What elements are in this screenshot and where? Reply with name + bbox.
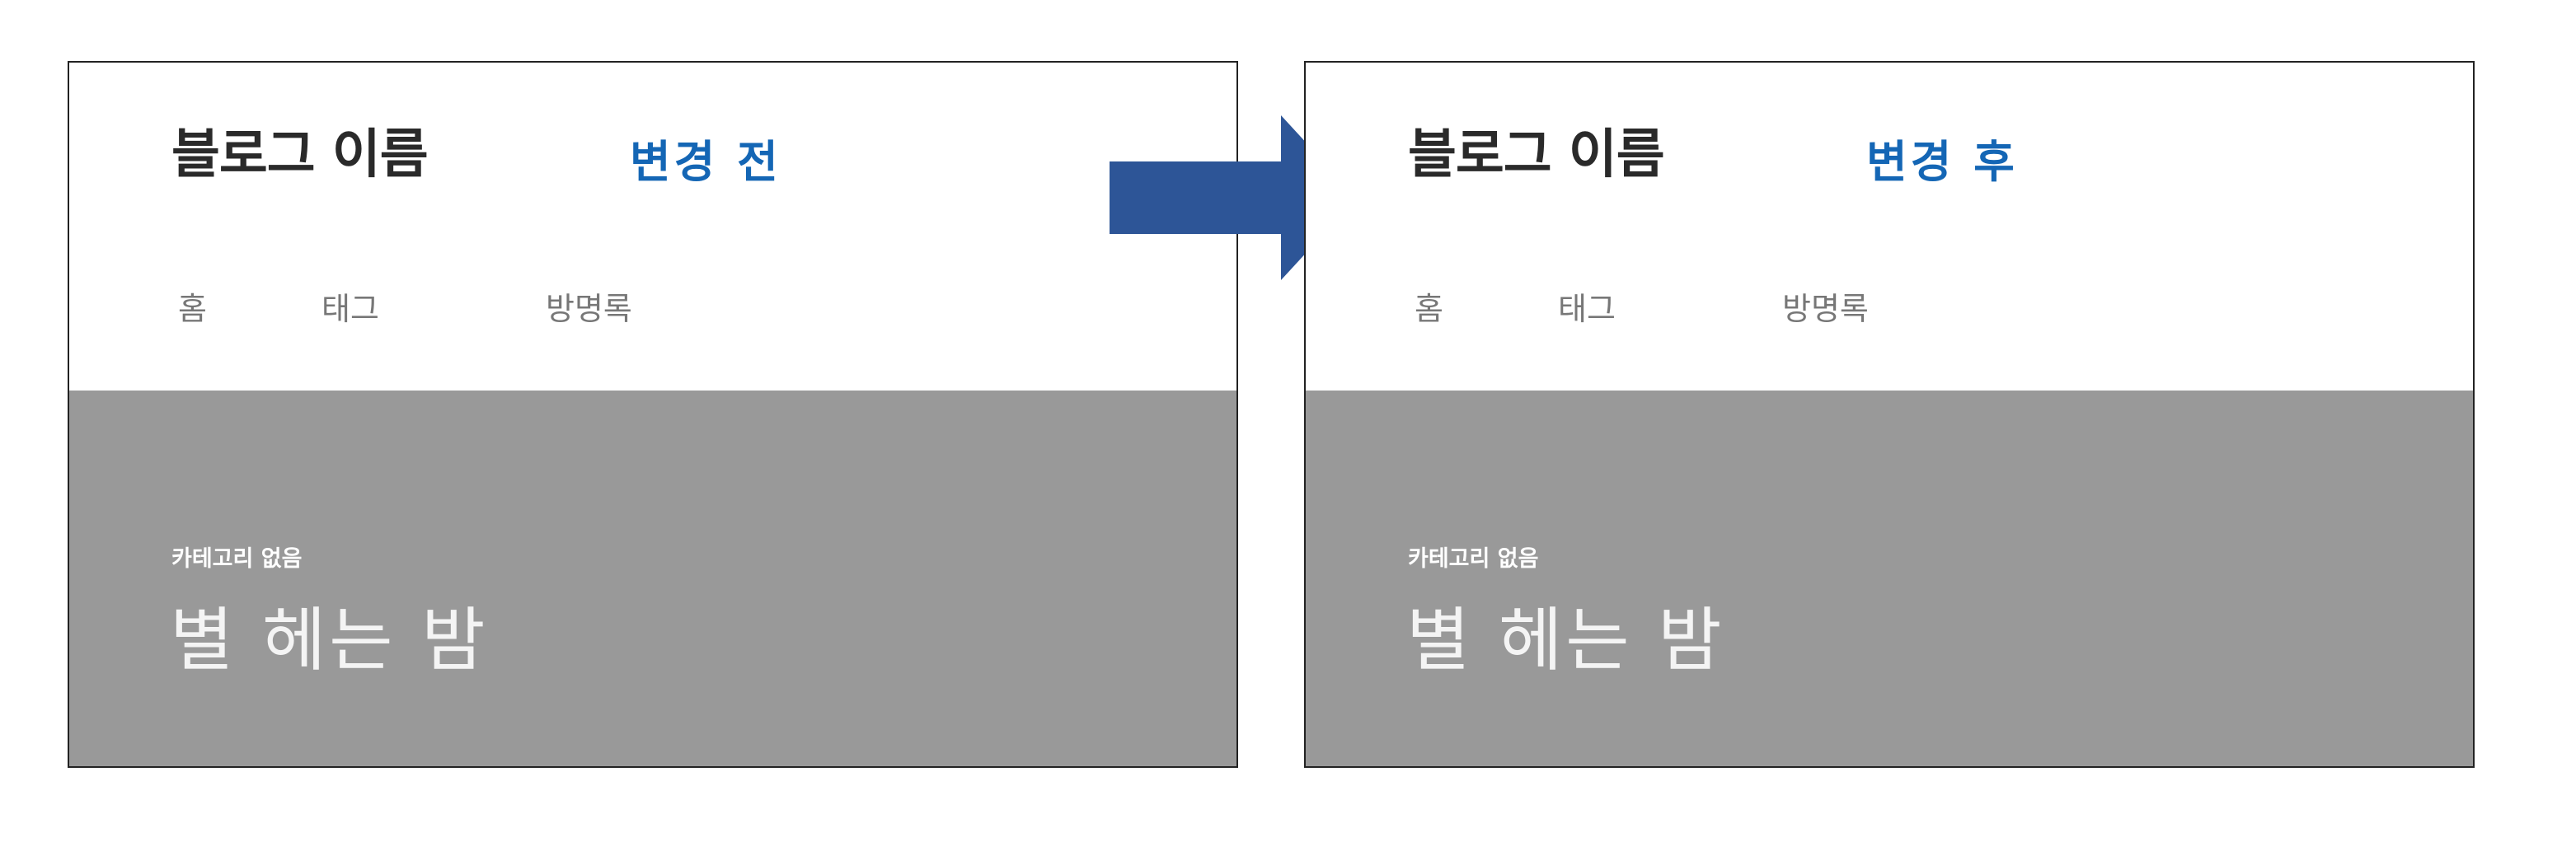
nav-menu: 홈 태그 방명록 <box>1415 283 1869 333</box>
nav-item-guestbook[interactable]: 방명록 <box>546 291 632 327</box>
hero-title[interactable]: 별 헤는 밤 <box>1406 600 1725 681</box>
blog-title[interactable]: 블로그 이름 <box>171 124 429 185</box>
nav-menu: 홈 태그 방명록 <box>178 283 632 333</box>
hero-category[interactable]: 카테고리 없음 <box>1408 546 1539 572</box>
nav-item-home[interactable]: 홈 <box>1415 291 1443 327</box>
hero-category[interactable]: 카테고리 없음 <box>171 546 303 572</box>
state-label-after: 변경 후 <box>1866 136 2018 188</box>
state-label-before: 변경 전 <box>630 136 781 188</box>
nav-item-home[interactable]: 홈 <box>178 291 207 327</box>
nav-item-tag[interactable]: 태그 <box>1558 291 1616 327</box>
hero-banner: 카테고리 없음 별 헤는 밤 <box>1306 391 2473 766</box>
nav-item-tag[interactable]: 태그 <box>321 291 379 327</box>
arrow-right-icon <box>1110 115 1357 280</box>
nav-item-guestbook[interactable]: 방명록 <box>1782 291 1869 327</box>
blog-title[interactable]: 블로그 이름 <box>1408 124 1665 185</box>
after-panel: 블로그 이름 변경 후 홈 태그 방명록 카테고리 없음 별 헤는 밤 <box>1304 61 2475 768</box>
before-panel: 블로그 이름 변경 전 홈 태그 방명록 카테고리 없음 별 헤는 밤 <box>68 61 1238 768</box>
hero-banner: 카테고리 없음 별 헤는 밤 <box>69 391 1236 766</box>
hero-title[interactable]: 별 헤는 밤 <box>170 600 489 681</box>
